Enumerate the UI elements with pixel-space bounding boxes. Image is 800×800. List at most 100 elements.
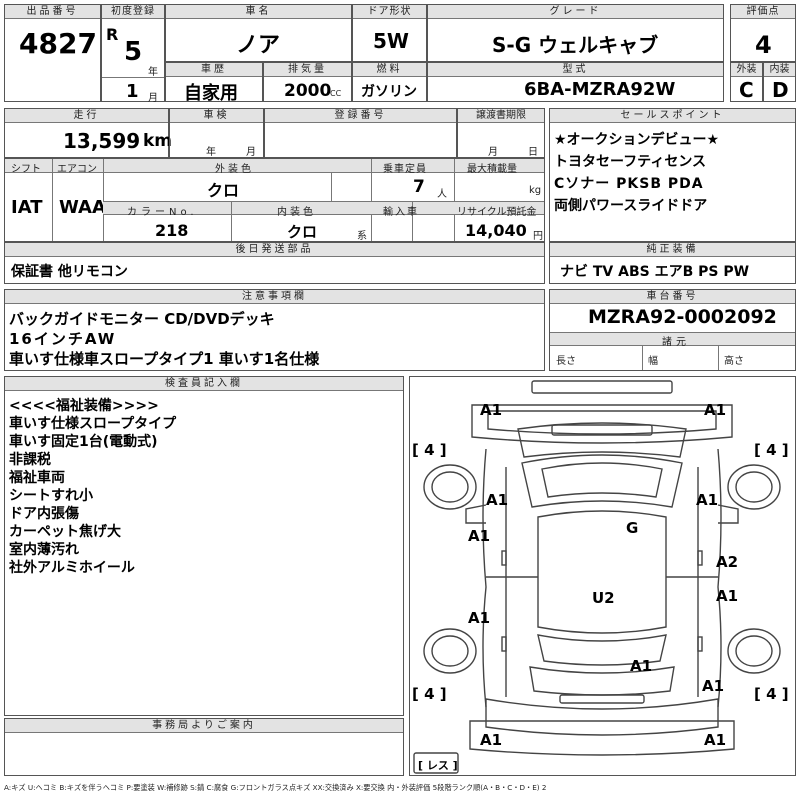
inspector-line-10: 社外アルミホイール xyxy=(9,560,135,576)
spec-length-label: 長さ xyxy=(556,356,576,367)
exterior-grade-label: 外装 xyxy=(731,63,762,77)
mileage-value: 13,599 xyxy=(63,129,141,153)
inspector-line-8: カーペット焦げ大 xyxy=(9,524,121,540)
exterior-grade-value: C xyxy=(739,78,754,102)
score-value: 4 xyxy=(755,31,772,59)
max-load-label: 最大積載量 xyxy=(467,164,517,175)
mark-roof: U2 xyxy=(592,589,615,607)
aircon-label: エアコン xyxy=(57,164,97,175)
mark-fender-right: A1 xyxy=(696,491,719,509)
sales-points-label: セールスポイント xyxy=(550,109,795,123)
exterior-color-label: 外装色 xyxy=(215,164,254,175)
reg-year: 5 xyxy=(124,37,143,67)
car-name-label: 車名 xyxy=(166,5,351,19)
color-number-value: 218 xyxy=(155,221,189,240)
mark-spare-tire: [ レス ] xyxy=(418,759,458,772)
mark-tire-rear-right: [ 4 ] xyxy=(754,685,789,703)
history-cell: 車歴 自家用 xyxy=(165,62,263,104)
history-label: 車歴 xyxy=(166,63,262,77)
spec-block: シフト エアコン 外装色 乗車定員 最大積載量 IAT WAA クロ 7 人 k… xyxy=(4,158,545,242)
inspector-line-1: <<<<福祉装備>>>> xyxy=(9,398,159,414)
interior-color-label: 内装色 xyxy=(277,207,316,218)
genuine-equipment-label: 純正装備 xyxy=(550,243,795,257)
exterior-grade-cell: 外装 C xyxy=(730,62,763,102)
inspection-cell: 車検 年 月 xyxy=(169,108,264,158)
reg-month-unit: 月 xyxy=(148,93,158,104)
mark-door-front-right: A2 xyxy=(716,553,739,571)
sales-point-line-4: 両側パワースライドドア xyxy=(554,198,708,214)
sales-point-line-3: Cソナー PKSB PDA xyxy=(554,176,704,192)
transfer-deadline-label: 譲渡書期限 xyxy=(458,109,544,123)
inspector-line-7: ドア内張傷 xyxy=(9,506,79,522)
registration-number-cell: 登録番号 xyxy=(264,108,457,158)
history-value: 自家用 xyxy=(184,83,238,104)
inspector-notes-cell: 検査員記入欄 <<<<福祉装備>>>> 車いす仕様スロープタイプ 車いす固定1台… xyxy=(4,376,404,716)
chassis-value: MZRA92-0002092 xyxy=(588,306,777,328)
car-name-cell: 車名 ノア xyxy=(165,4,352,62)
model-code-cell: 型式 6BA-MZRA92W xyxy=(427,62,724,102)
mark-rear-bumper-left: A1 xyxy=(480,731,503,749)
genuine-equipment-value: ナビ TV ABS エアB PS PW xyxy=(560,264,750,280)
shift-value: IAT xyxy=(11,197,43,218)
capacity-label: 乗車定員 xyxy=(383,164,427,175)
legend-text: A:キズ U:ヘコミ B:キズを伴うヘコミ P:要塗装 W:補修跡 S:錆 C:… xyxy=(4,783,547,792)
lot-number-value: 4827 xyxy=(19,27,97,60)
inspector-line-6: シートすれ小 xyxy=(9,488,93,504)
notes-line-3: 車いす仕様車スロープタイプ1 車いす1名仕様 xyxy=(9,350,320,368)
later-parts-cell: 後日発送部品 保証書 他リモコン xyxy=(4,242,545,284)
interior-grade-cell: 内装 D xyxy=(763,62,796,102)
capacity-value: 7 xyxy=(413,177,425,197)
sales-point-line-1: ★オークションデビュー★ xyxy=(554,132,720,148)
inspector-line-2: 車いす仕様スロープタイプ xyxy=(9,416,177,432)
mark-door-front-left: A1 xyxy=(468,527,491,545)
shift-label: シフト xyxy=(11,164,41,175)
first-registration-label: 初度登録 xyxy=(102,5,164,19)
door-type-label: ドア形状 xyxy=(353,5,426,19)
lot-number-label: 出品番号 xyxy=(5,5,100,19)
chassis-cell: 車台番号 MZRA92-0002092 諸元 長さ 幅 高さ xyxy=(549,289,796,371)
interior-color-value: クロ xyxy=(287,223,318,241)
mark-tire-rear-left: [ 4 ] xyxy=(412,685,447,703)
inspector-line-4: 非課税 xyxy=(9,452,51,468)
fuel-value: ガソリン xyxy=(361,84,417,100)
notes-cell: 注意事項欄 バックガイドモニター CD/DVDデッキ 16インチAW 車いす仕様… xyxy=(4,289,545,371)
specs-label: 諸元 xyxy=(662,337,690,348)
office-notes-cell: 事務局よりご案内 xyxy=(4,718,404,776)
recycle-label: リサイクル預託金 xyxy=(457,207,537,218)
mark-front-bumper-left: A1 xyxy=(480,401,503,419)
later-parts-value: 保証書 他リモコン xyxy=(11,264,128,280)
inspector-line-3: 車いす固定1台(電動式) xyxy=(9,434,158,450)
model-code-label: 型式 xyxy=(428,63,723,77)
transfer-day-unit: 日 xyxy=(528,147,538,158)
later-parts-label: 後日発送部品 xyxy=(5,243,544,257)
inspector-notes-label: 検査員記入欄 xyxy=(5,377,403,391)
mileage-cell: 走行 13,599 km xyxy=(4,108,172,158)
mark-door-rear-left: A1 xyxy=(468,609,491,627)
mark-quarter-left: A1 xyxy=(630,657,653,675)
fuel-label: 燃料 xyxy=(353,63,426,77)
displacement-label: 排気量 xyxy=(264,63,351,77)
spec-width-label: 幅 xyxy=(648,356,658,367)
grade-value: S-G ウェルキャブ xyxy=(492,33,659,57)
car-diagram: A1 A1 [ 4 ] [ 4 ] A1 A1 G A1 A2 U2 A1 A1… xyxy=(409,376,796,776)
model-code-value: 6BA-MZRA92W xyxy=(524,79,676,100)
displacement-cell: 排気量 2000 CC xyxy=(263,62,352,102)
color-number-label: カラーNo. xyxy=(127,207,198,218)
reg-year-unit: 年 xyxy=(148,67,158,78)
era: R xyxy=(106,25,119,44)
interior-grade-label: 内装 xyxy=(764,63,795,77)
door-type-cell: ドア形状 5W xyxy=(352,4,427,62)
displacement-value: 2000 xyxy=(284,81,332,101)
score-label: 評価点 xyxy=(731,5,795,19)
spec-height-label: 高さ xyxy=(724,356,744,367)
lot-number-cell: 出品番号 4827 xyxy=(4,4,101,102)
mark-door-rear-right: A1 xyxy=(716,587,739,605)
grade-label: グレード xyxy=(428,5,723,19)
car-outline xyxy=(413,380,781,774)
genuine-equipment-cell: 純正装備 ナビ TV ABS エアB PS PW xyxy=(549,242,796,284)
sales-point-line-2: トヨタセーフティセンス xyxy=(554,154,707,170)
recycle-value: 14,040 xyxy=(465,221,527,240)
inspector-line-9: 室内薄汚れ xyxy=(9,542,79,558)
door-type-value: 5W xyxy=(373,29,409,53)
inspection-label: 車検 xyxy=(170,109,263,123)
